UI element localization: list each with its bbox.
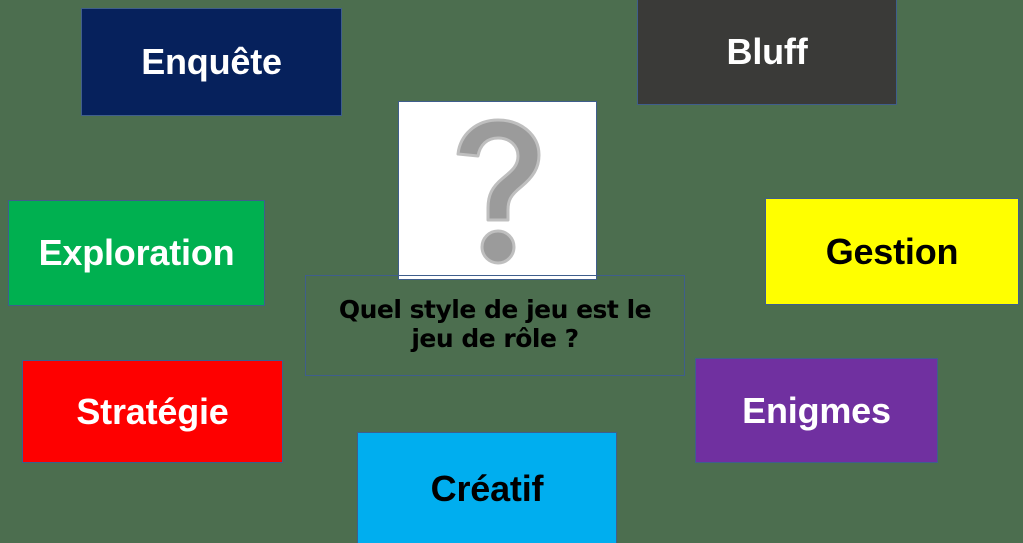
- question-line-2: jeu de rôle ?: [411, 323, 579, 353]
- question-line-1: Quel style de jeu est le: [338, 294, 652, 324]
- genre-label-gestion: Gestion: [825, 230, 959, 272]
- genre-label-creatif: Créatif: [430, 467, 544, 509]
- genre-label-enquete: Enquête: [141, 41, 282, 83]
- genre-label-bluff: Bluff: [726, 30, 808, 72]
- genre-card-exploration[interactable]: Exploration: [8, 200, 265, 306]
- genre-card-enquete[interactable]: Enquête: [81, 8, 342, 116]
- question-text: Quel style de jeu est le jeu de rôle ?: [338, 294, 652, 353]
- genre-card-creatif[interactable]: Créatif: [357, 432, 617, 543]
- genre-label-exploration: Exploration: [38, 232, 235, 274]
- genre-card-strategie[interactable]: Stratégie: [22, 360, 283, 463]
- question-textbox[interactable]: Quel style de jeu est le jeu de rôle ?: [305, 275, 685, 376]
- genre-label-enigmes: Enigmes: [742, 389, 891, 431]
- genre-card-enigmes[interactable]: Enigmes: [695, 358, 938, 463]
- genre-label-strategie: Stratégie: [76, 390, 229, 432]
- genre-card-bluff[interactable]: Bluff: [637, 0, 897, 105]
- question-mark-icon: [456, 118, 540, 264]
- genre-card-gestion[interactable]: Gestion: [765, 198, 1019, 305]
- mystery-card[interactable]: [398, 101, 597, 280]
